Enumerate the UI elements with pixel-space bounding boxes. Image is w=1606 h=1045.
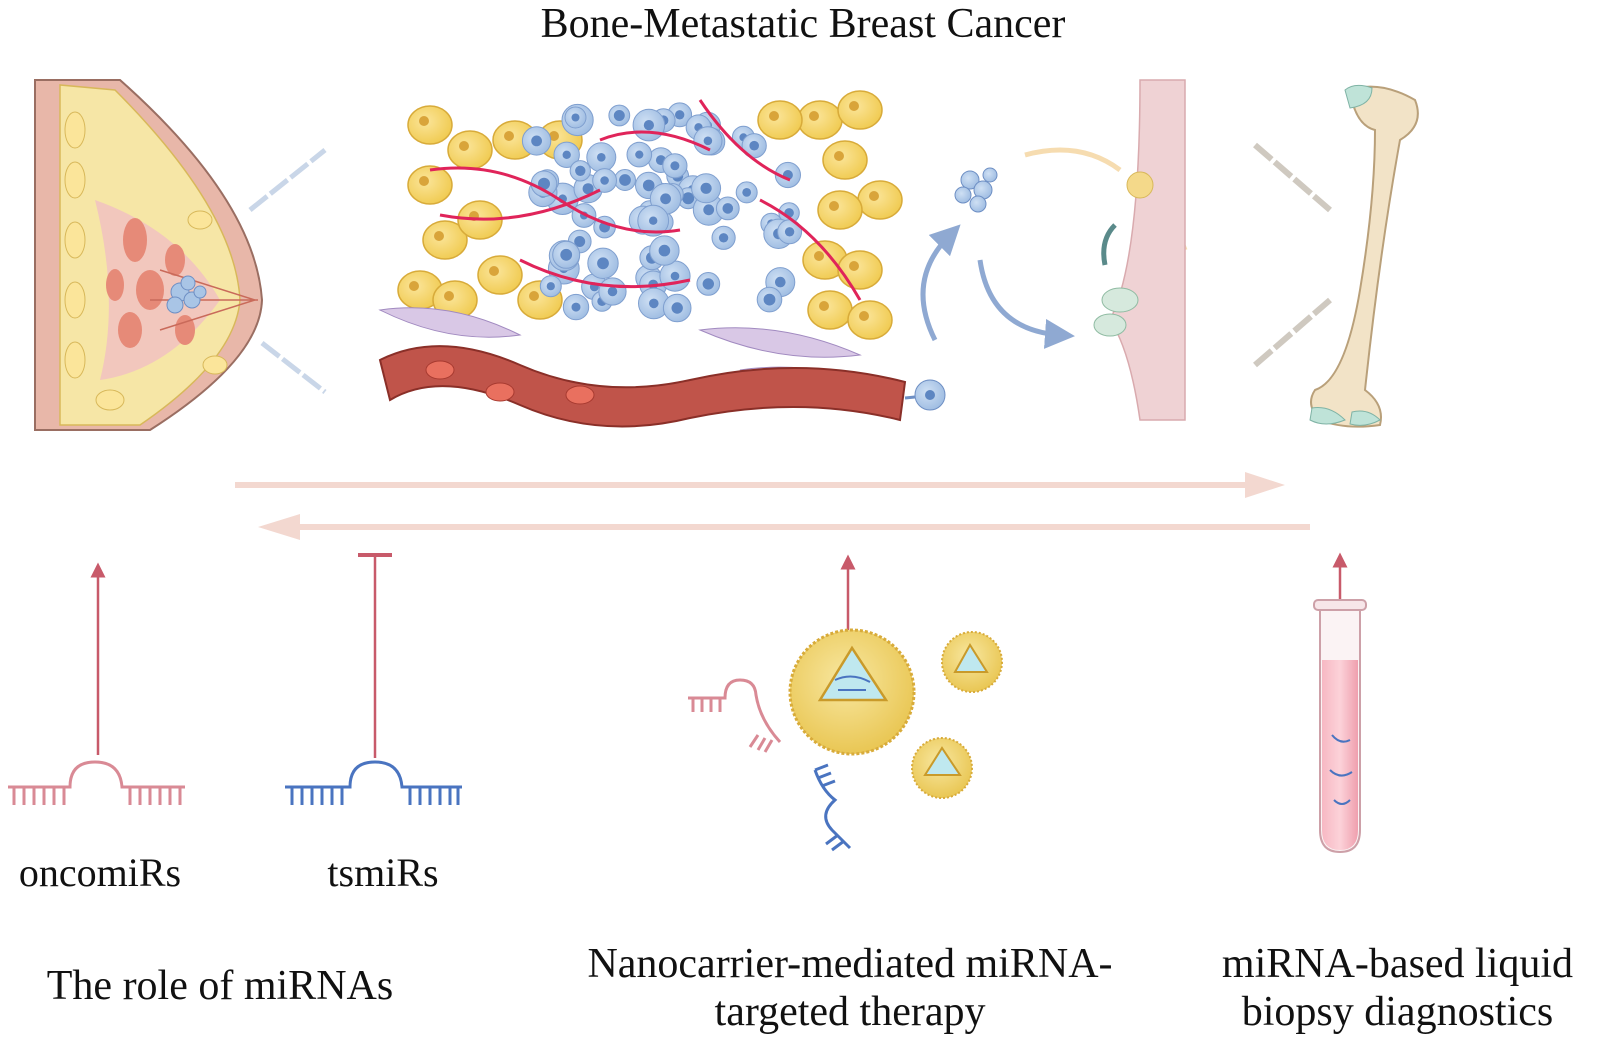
liquid-biopsy-label: miRNA-based liquid biopsy diagnostics bbox=[1221, 941, 1574, 1036]
tsmirs-label: tsmiRs bbox=[327, 850, 439, 895]
nanoparticle-icon bbox=[688, 554, 1003, 852]
femur-bone-icon bbox=[1253, 84, 1419, 428]
role-of-mirnas-label: The role of miRNAs bbox=[46, 963, 394, 1009]
test-tube-icon bbox=[1313, 552, 1367, 854]
tumor-microenvironment-icon bbox=[378, 90, 903, 389]
diagram-title: Bone-Metastatic Breast Cancer bbox=[540, 1, 1066, 47]
oncomir-icon bbox=[8, 562, 185, 805]
oncomirs-label: oncomiRs bbox=[18, 850, 182, 895]
bone-niche-icon bbox=[920, 79, 1188, 421]
nanocarrier-therapy-label: Nanocarrier-mediated miRNA- targeted the… bbox=[587, 941, 1113, 1036]
flow-arrows bbox=[235, 472, 1310, 540]
breast-icon bbox=[34, 79, 327, 431]
tsmir-icon bbox=[285, 553, 462, 805]
blood-vessel-icon bbox=[378, 345, 946, 428]
